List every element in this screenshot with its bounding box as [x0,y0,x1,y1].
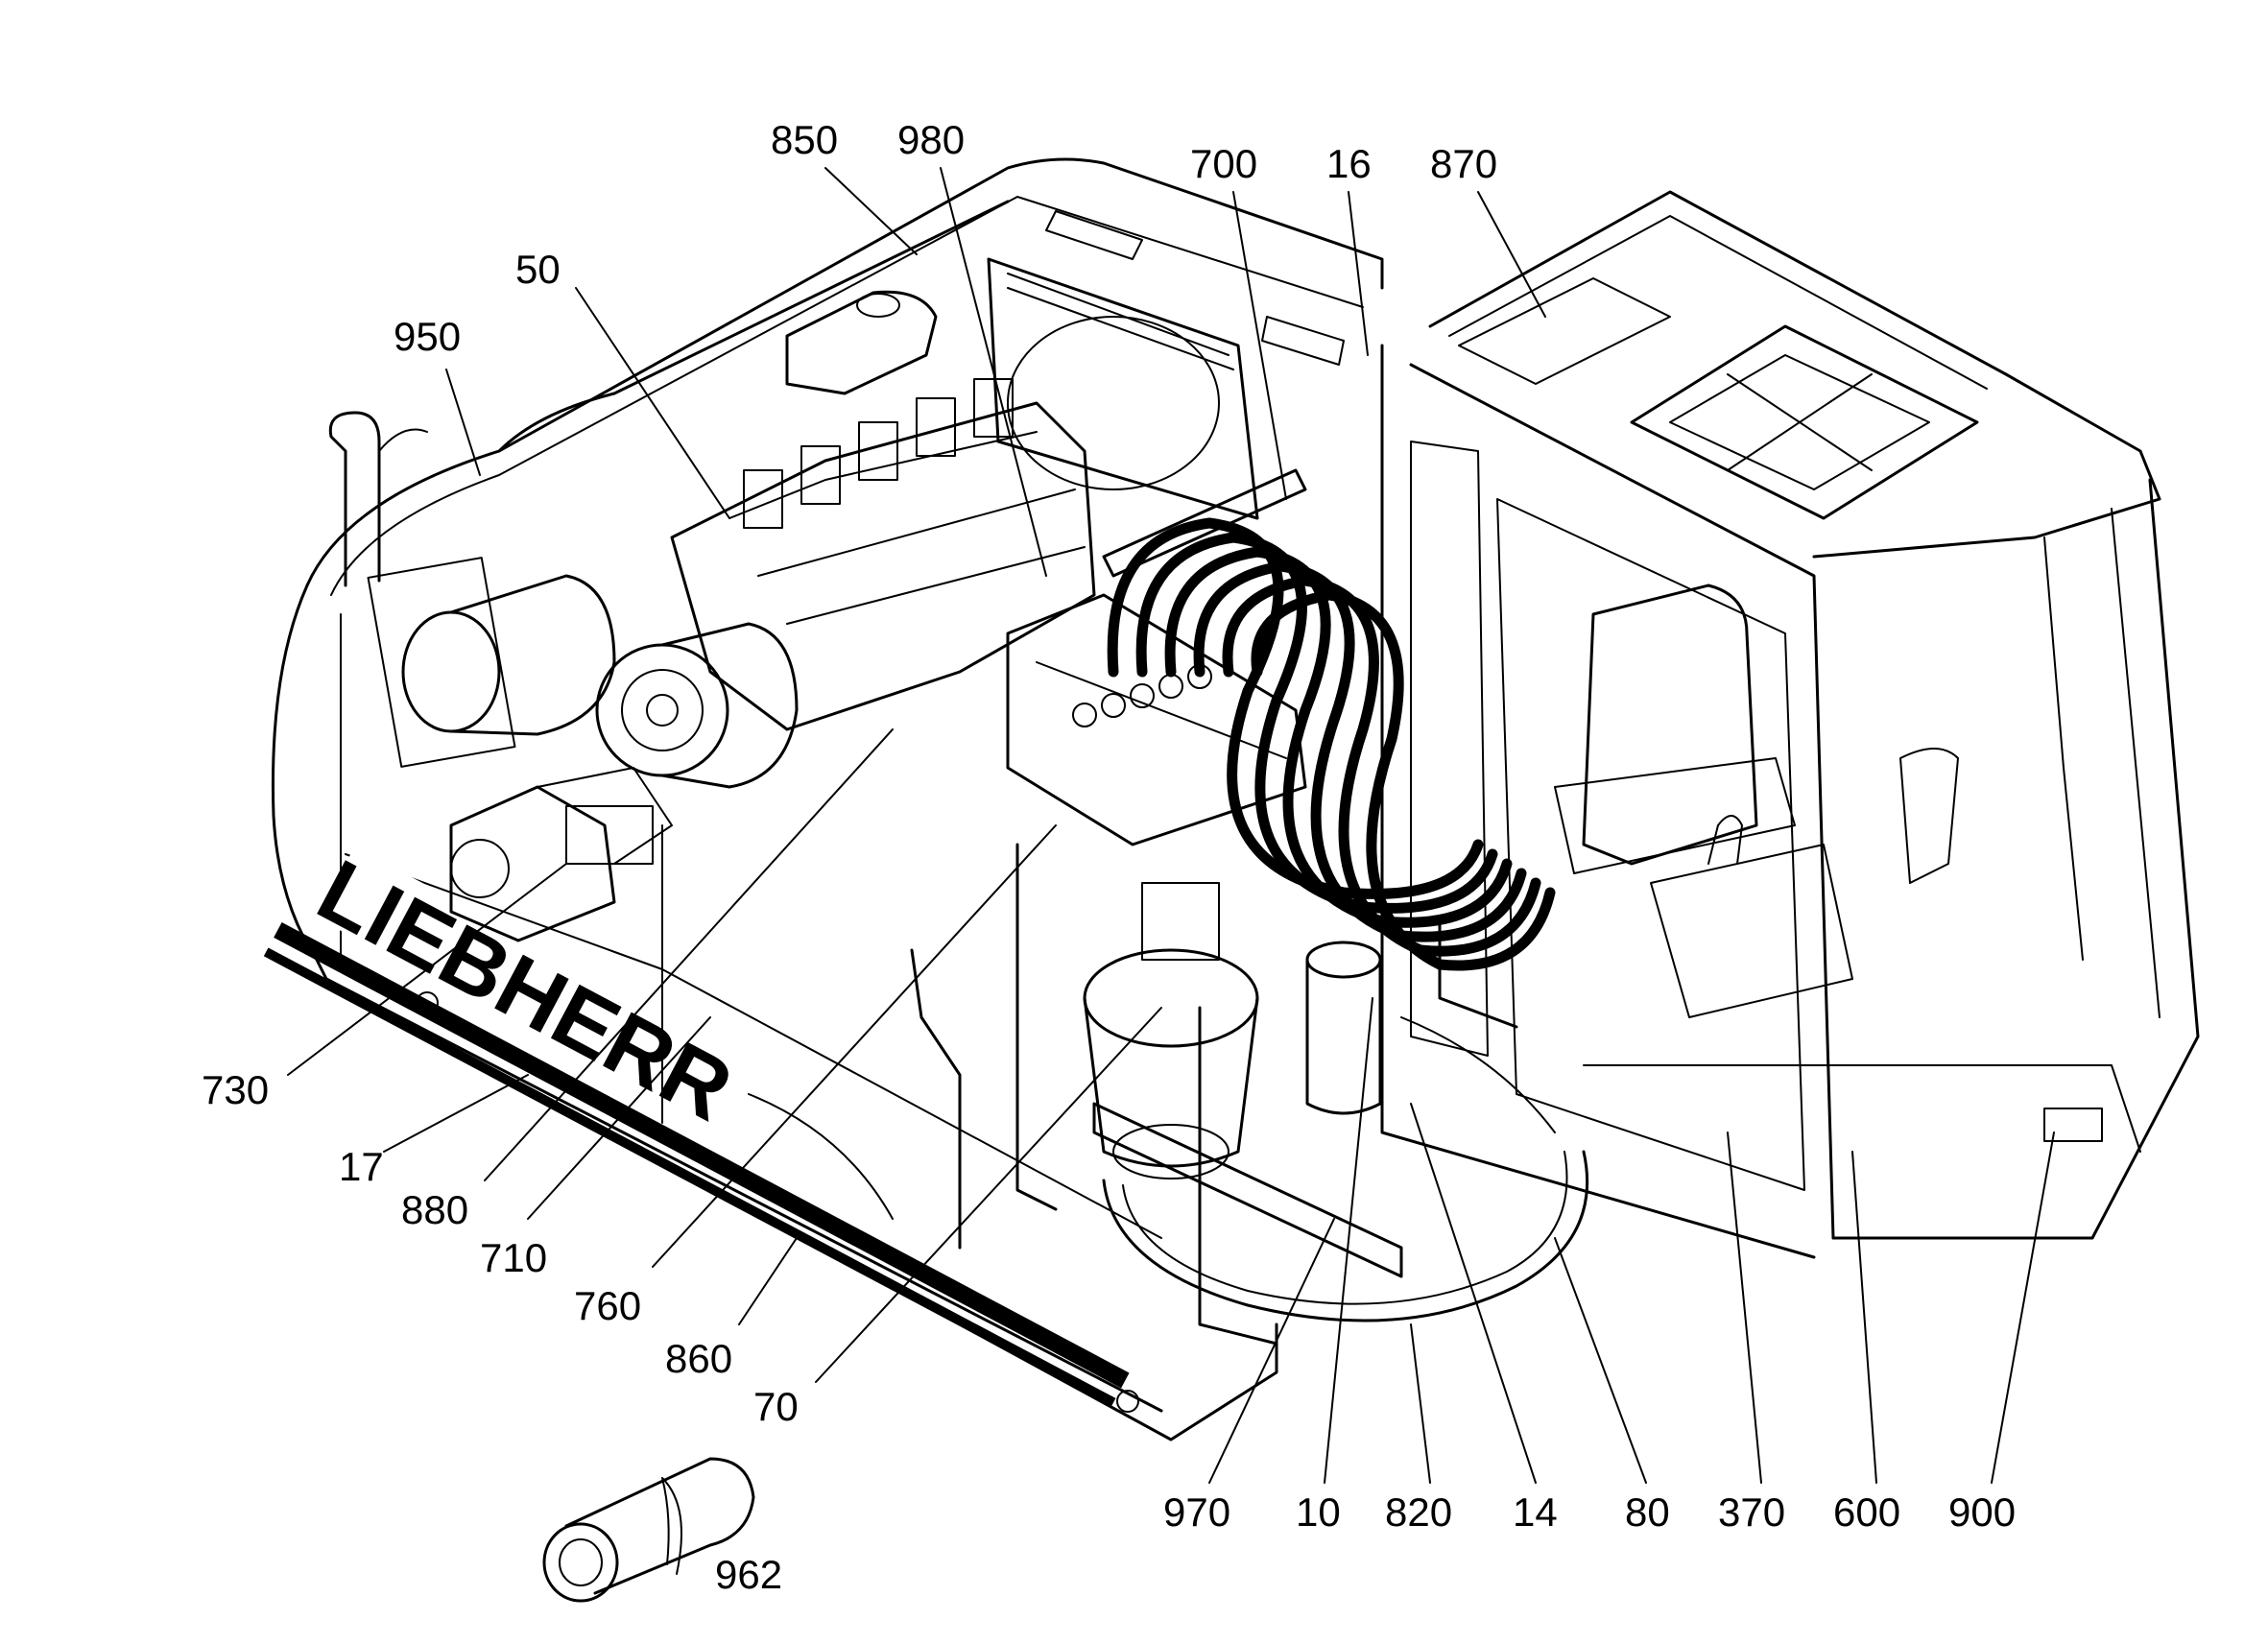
callout-760: 760 [574,1283,641,1328]
callout-14: 14 [1513,1489,1558,1535]
cab-roof [1428,190,2161,559]
operator-cab [1380,190,2200,1259]
expansion-tank [785,290,938,395]
exhaust-pipe [328,411,381,587]
callout-370: 370 [1718,1489,1785,1535]
callout-730: 730 [202,1067,269,1112]
injector-row [743,378,1014,529]
swing-gear-motor [1083,882,1259,1179]
callout-50: 50 [515,247,561,292]
machine-drawing: LIEBHERR [263,157,2200,1603]
callout-962: 962 [715,1552,782,1597]
engine-block [670,401,1096,731]
callout-600: 600 [1833,1489,1900,1535]
front-arch [748,1093,894,1220]
cab-door-inner [1496,498,1805,1191]
callout-17: 17 [339,1144,384,1189]
roof-hatch [1630,324,1979,520]
cab-rear-pillar [1831,478,2200,1240]
callout-16: 16 [1326,141,1372,186]
leader-lines [287,167,2055,1484]
callout-860: 860 [665,1336,732,1381]
callout-70: 70 [753,1384,799,1429]
control-valve-block [1006,593,1307,846]
hose-clamp-bar [1102,468,1307,578]
hydraulic-hoses [1107,517,1556,971]
tool-bag [542,1457,755,1603]
callout-850: 850 [771,117,838,162]
cab-side-window [1410,441,1489,1057]
callout-10: 10 [1296,1489,1341,1535]
callout-700: 700 [1190,141,1257,186]
frame-beam [1092,1102,1403,1278]
hood-grille [1045,210,1345,366]
cab-door-frame [1409,363,1835,1240]
operator-seat [1582,584,1758,866]
callout-710: 710 [480,1235,547,1280]
callout-820: 820 [1385,1489,1452,1535]
hydraulic-tube-a [910,948,962,1250]
callout-900: 900 [1948,1489,2016,1535]
hood-top-edge [497,200,1010,453]
counterweight-lower [324,977,1163,1413]
engine-hood-outline [305,157,1384,587]
callout-870: 870 [1430,141,1497,186]
callout-950: 950 [394,314,461,359]
joystick [1707,815,1743,865]
rotary-union [1305,941,1382,1115]
cab-front-pillar [1380,344,1816,1259]
air-filter [401,610,501,733]
counterweight-bolt-a [416,991,439,1014]
slewing-ring-upper [1400,1016,1556,1133]
hydraulic-tube-d [1438,919,1518,1029]
roof-panel [1458,277,1671,385]
callout-labels: 850 980 700 16 870 50 950 730 17 880 710… [202,117,2016,1597]
control-console [1650,844,1853,1018]
counterweight-bolt-b [1116,1390,1139,1413]
callout-80: 80 [1625,1489,1670,1535]
cab-vent-grille [2043,1108,2103,1142]
hood-inner-line [330,196,1364,596]
callout-970: 970 [1163,1489,1230,1535]
hydraulic-tube-c [1198,1006,1278,1346]
brand-stripe: LIEBHERR [263,842,1130,1407]
cab-floor [1583,1064,2141,1153]
hydraulic-pump [449,767,673,942]
slewing-ring [1102,1150,1589,1322]
callout-980: 980 [897,117,965,162]
brand-logo: LIEBHERR [302,842,747,1140]
wiper [2043,536,2084,961]
callout-880: 880 [401,1187,468,1232]
hydraulic-tube-b [1015,843,1058,1211]
